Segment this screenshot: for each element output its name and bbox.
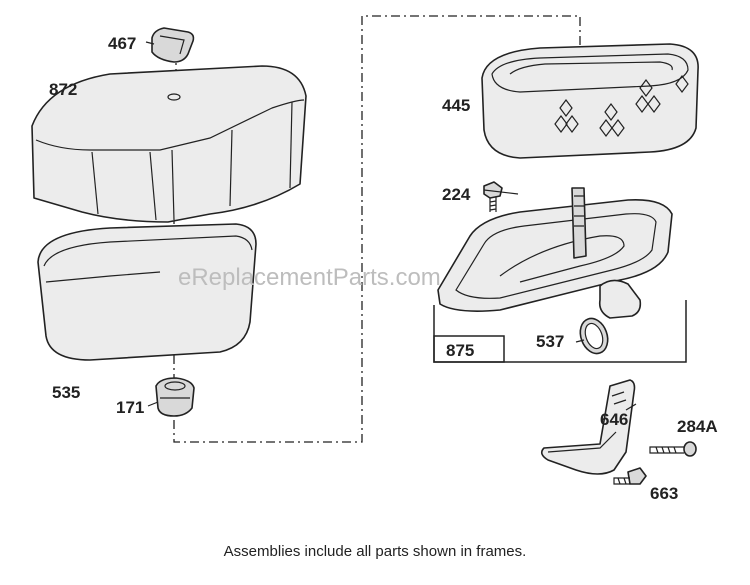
screw-284a[interactable]: [649, 441, 697, 457]
knob-467[interactable]: [151, 27, 195, 63]
cover-872[interactable]: [31, 65, 307, 223]
base-assembly-875[interactable]: [437, 187, 673, 319]
label-535: 535: [52, 383, 80, 402]
bolt-224[interactable]: [483, 181, 503, 212]
screw-663[interactable]: [613, 467, 647, 485]
label-646: 646: [600, 410, 628, 429]
bracket-646[interactable]: [540, 379, 636, 475]
air-filter-445[interactable]: [481, 43, 699, 159]
filter-pleat-pattern: [554, 75, 689, 137]
grommet-171[interactable]: [155, 377, 195, 417]
label-171: 171: [116, 398, 144, 417]
watermark: eReplacementParts.com: [178, 264, 441, 291]
label-872: 872: [49, 80, 77, 99]
label-224: 224: [442, 185, 471, 204]
diagram-caption: Assemblies include all parts shown in fr…: [224, 543, 527, 560]
label-284a: 284A: [677, 417, 718, 436]
label-663: 663: [650, 484, 678, 503]
leader-lines: [145, 41, 637, 411]
label-537: 537: [536, 332, 564, 351]
part-labels: 467 872 535 171 445 224 875 537 646 284A…: [49, 34, 718, 503]
o-ring-537[interactable]: [576, 315, 613, 358]
label-875: 875: [446, 341, 474, 360]
prefilter-535[interactable]: [37, 223, 257, 361]
label-445: 445: [442, 96, 470, 115]
label-467: 467: [108, 34, 136, 53]
assembly-frame: [433, 300, 687, 363]
